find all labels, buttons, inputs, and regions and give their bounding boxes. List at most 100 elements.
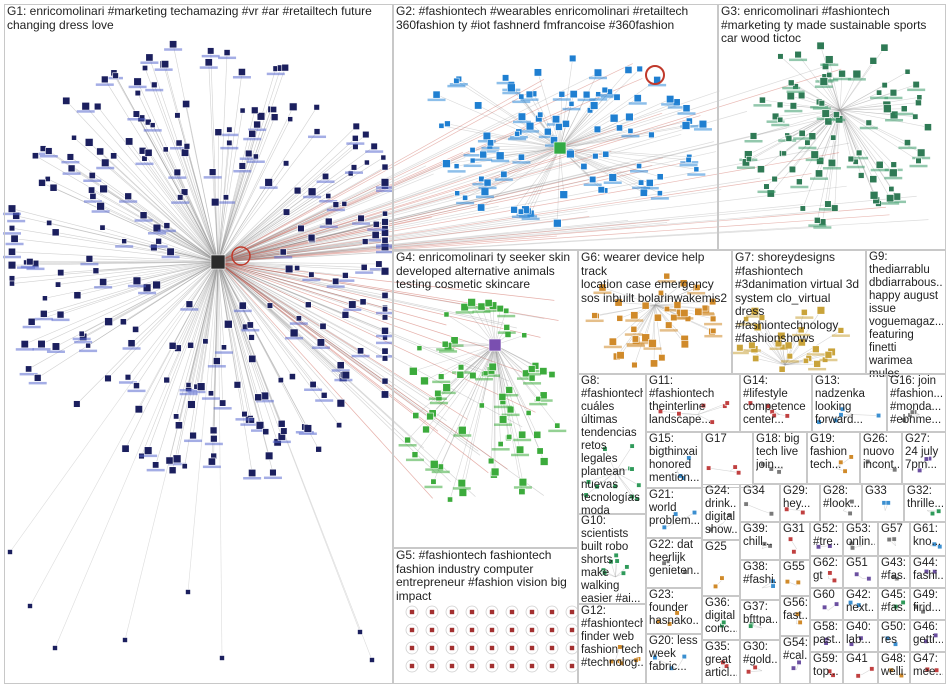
node — [800, 309, 808, 316]
self-loop-mark — [445, 659, 459, 673]
node-label-mark — [548, 429, 567, 433]
self-loop-mark — [525, 659, 539, 673]
edge — [537, 72, 561, 149]
node — [819, 77, 829, 86]
node-label-mark — [326, 285, 345, 288]
node — [185, 382, 192, 388]
node — [866, 576, 872, 582]
group-label-g2: G2: #fashiontech #wearables enricomolina… — [396, 5, 689, 32]
edge — [217, 261, 364, 303]
node-label-mark — [583, 183, 602, 186]
edge — [559, 130, 631, 149]
node — [409, 645, 415, 651]
node-label-mark — [480, 150, 499, 153]
node — [96, 202, 105, 211]
node — [163, 222, 171, 229]
node — [746, 669, 752, 675]
self-loop-mark — [545, 605, 559, 619]
group-panel-g56: G56: fast... — [780, 596, 810, 636]
node-label-mark — [648, 83, 667, 87]
edge — [165, 149, 219, 263]
node-label-mark — [346, 142, 365, 145]
group-label-g9: G9: thediarrablu dbdiarrabous... happy a… — [869, 251, 943, 380]
node — [110, 152, 118, 160]
node — [869, 57, 878, 65]
node — [173, 168, 181, 177]
node — [209, 426, 218, 435]
node — [679, 279, 688, 288]
group-label-g35: G35: great articl... — [705, 641, 737, 679]
edge — [559, 97, 638, 149]
node — [847, 510, 853, 516]
node — [761, 541, 767, 547]
edge — [494, 344, 511, 410]
edge — [217, 112, 663, 263]
node-label-mark — [233, 169, 252, 173]
node — [12, 211, 21, 220]
edge — [494, 344, 523, 492]
node — [27, 317, 36, 326]
edge — [217, 261, 324, 327]
node — [457, 479, 466, 488]
node — [46, 219, 53, 226]
node-label-mark — [61, 160, 80, 164]
node — [917, 148, 926, 157]
group-label-g11: G11: #fashiontech theinterline landscape… — [649, 375, 715, 426]
node — [693, 166, 700, 173]
self-loop-mark — [425, 623, 439, 637]
node — [883, 104, 892, 113]
node — [85, 342, 91, 349]
edge — [520, 147, 561, 212]
node — [265, 451, 274, 460]
node — [364, 159, 370, 166]
node — [723, 663, 730, 669]
node — [849, 499, 855, 505]
node — [469, 627, 475, 633]
edge — [217, 222, 668, 263]
group-panel-g41: G41 — [843, 652, 878, 684]
node — [119, 318, 127, 326]
edge — [217, 261, 309, 306]
node — [44, 176, 51, 182]
node — [20, 340, 29, 349]
node — [297, 224, 305, 233]
edge — [178, 261, 219, 426]
node — [149, 122, 156, 128]
node-label-mark — [139, 454, 158, 458]
group-panel-g17: G17 — [702, 432, 753, 488]
edge — [92, 175, 219, 263]
node-label-mark — [32, 348, 51, 351]
node-label-mark — [766, 120, 785, 123]
node — [152, 223, 162, 233]
edge — [60, 261, 219, 273]
edge — [142, 150, 219, 263]
node-label-mark — [497, 314, 516, 318]
edge — [654, 301, 713, 306]
edge — [457, 147, 561, 194]
edge — [35, 261, 219, 264]
node-label-mark — [118, 381, 137, 384]
node — [529, 609, 535, 615]
edge — [11, 261, 219, 284]
group-label-g37: G37: bfttpa... — [743, 601, 777, 626]
edge — [217, 166, 386, 263]
node — [498, 415, 508, 424]
edge — [494, 344, 538, 435]
node — [362, 130, 370, 139]
edge — [217, 261, 290, 270]
node-label-mark — [696, 312, 715, 315]
node-label-mark — [308, 135, 327, 139]
edge — [559, 147, 690, 158]
node — [254, 393, 263, 402]
edge — [513, 147, 561, 210]
node — [67, 164, 76, 173]
node — [332, 201, 340, 208]
node — [924, 123, 932, 132]
edge — [191, 261, 219, 405]
node — [320, 392, 328, 399]
node-label-mark — [405, 458, 424, 462]
node-label-mark — [439, 350, 458, 353]
node — [248, 334, 255, 341]
edge — [58, 261, 219, 285]
group-panel-g45: G45: #fas... — [878, 588, 910, 620]
